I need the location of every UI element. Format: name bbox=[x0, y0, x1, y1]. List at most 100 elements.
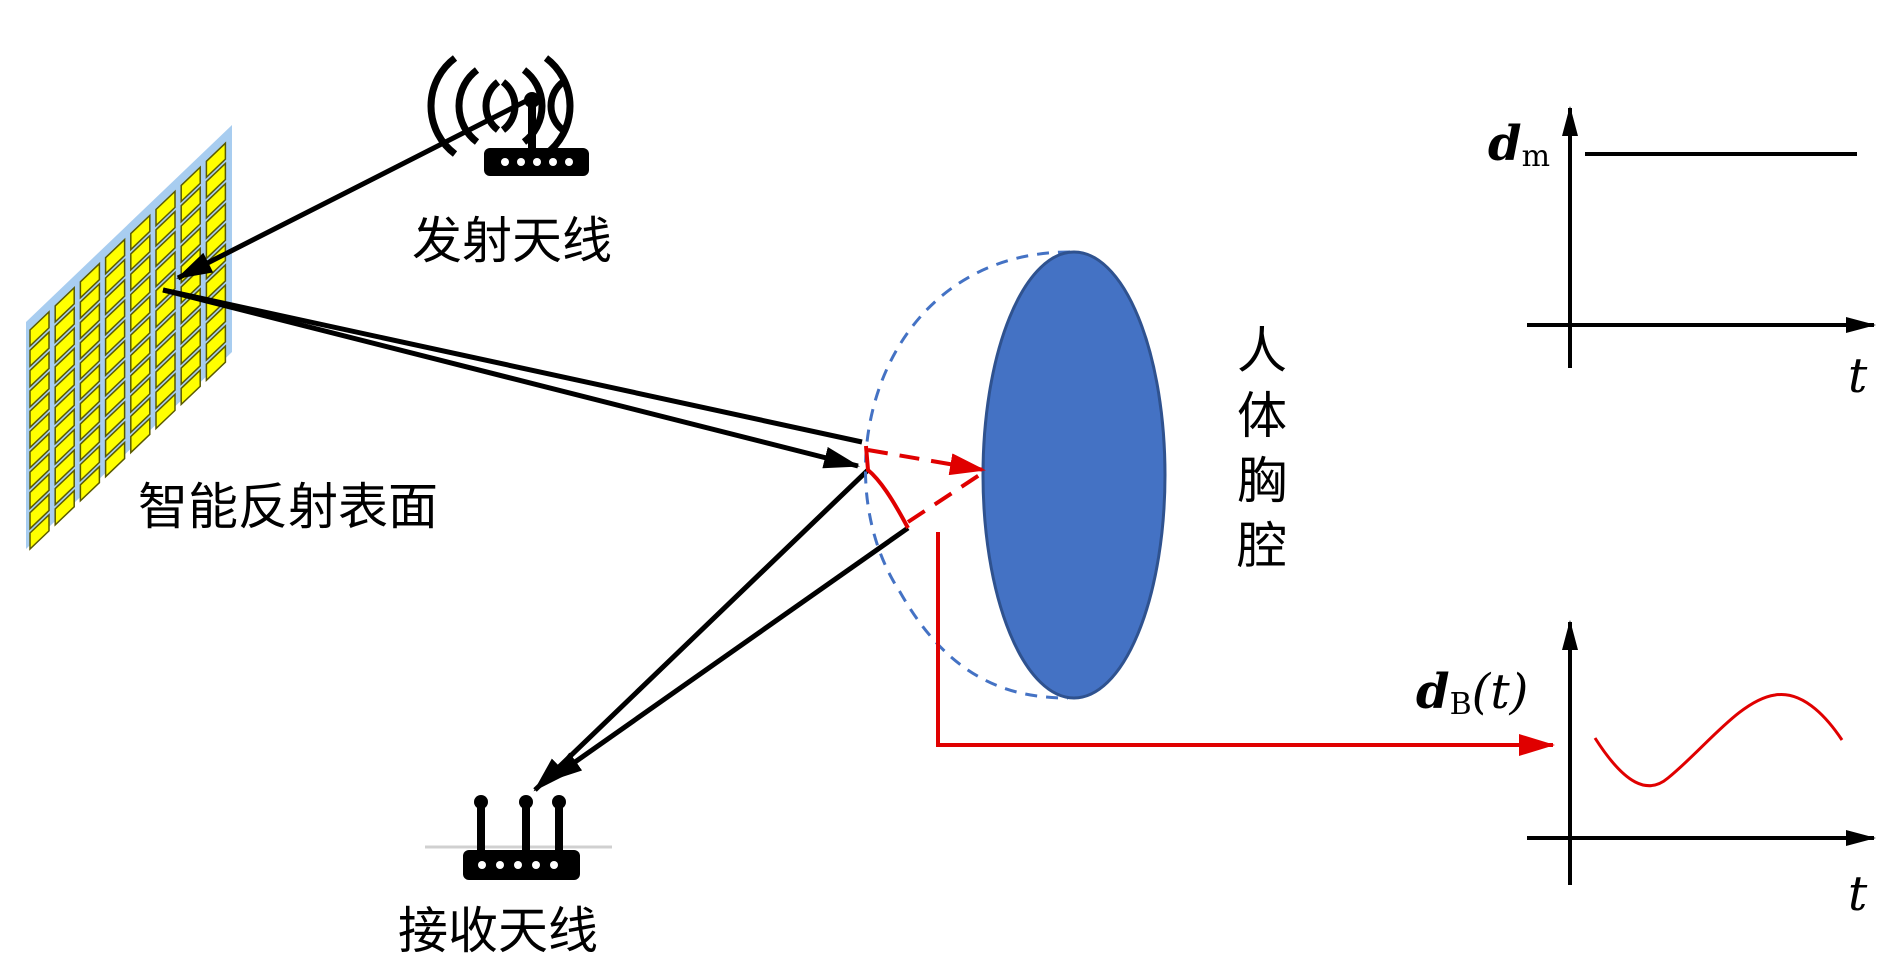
ris-element bbox=[130, 315, 151, 353]
ris-element bbox=[130, 294, 151, 333]
ris-element bbox=[79, 302, 101, 341]
ris-element bbox=[155, 209, 176, 248]
ris-element bbox=[79, 343, 101, 381]
ris-element bbox=[180, 307, 201, 346]
tx-to-ris-arrow bbox=[176, 94, 536, 281]
ris-element bbox=[130, 416, 151, 455]
ris-element bbox=[54, 286, 75, 324]
ris-element bbox=[130, 376, 151, 414]
ris-element bbox=[79, 444, 101, 483]
ris-element bbox=[79, 363, 101, 402]
ris-element bbox=[29, 391, 50, 429]
ris-element bbox=[54, 489, 75, 527]
ris-element bbox=[205, 324, 227, 362]
ris-element bbox=[54, 428, 75, 466]
ris-element bbox=[205, 141, 227, 180]
ris-element bbox=[79, 383, 101, 422]
ris-element bbox=[79, 464, 101, 503]
ris-element bbox=[104, 400, 126, 438]
ris-element bbox=[180, 348, 201, 386]
ris-element bbox=[54, 387, 75, 426]
ris-element bbox=[130, 335, 151, 374]
ris-element bbox=[180, 327, 201, 366]
ris-element bbox=[79, 261, 101, 300]
svg-text:人: 人 bbox=[1237, 322, 1287, 380]
svg-text:胸: 胸 bbox=[1237, 452, 1287, 510]
graph-bottom: dB(t) t bbox=[1416, 620, 1876, 922]
ris-element bbox=[104, 258, 126, 296]
ris-element bbox=[54, 306, 75, 344]
ris-element bbox=[130, 355, 151, 394]
ris-element bbox=[155, 352, 176, 390]
ris-element bbox=[29, 411, 50, 450]
chest-displacement-signal bbox=[864, 445, 1555, 756]
svg-text:腔: 腔 bbox=[1237, 517, 1287, 575]
ris-to-chest-arrow bbox=[162, 287, 860, 469]
ris-element bbox=[155, 250, 176, 289]
ris-element bbox=[54, 407, 75, 446]
ris-element bbox=[79, 424, 101, 462]
ris-element bbox=[29, 492, 50, 531]
ris-element bbox=[155, 291, 176, 329]
ris-element bbox=[29, 431, 50, 470]
ris-element bbox=[104, 359, 126, 398]
transmit-antenna-label: 发射天线 bbox=[412, 212, 612, 270]
ris-element bbox=[130, 213, 151, 252]
chest-dashed-outline bbox=[863, 250, 1071, 700]
ris-label: 智能反射表面 bbox=[138, 478, 438, 536]
graph-bottom-y-label: dB(t) bbox=[1416, 664, 1528, 722]
ris-element bbox=[205, 263, 227, 301]
graph-bottom-sinusoid bbox=[1593, 693, 1844, 788]
ris-element bbox=[54, 326, 75, 365]
receive-antenna-label: 接收天线 bbox=[398, 902, 598, 960]
ris-element bbox=[54, 468, 75, 507]
ris-element bbox=[130, 274, 151, 313]
chest-label: 人 体 胸 腔 bbox=[1237, 322, 1287, 575]
ris-element bbox=[79, 404, 101, 442]
ris-element bbox=[29, 513, 50, 551]
ris-element bbox=[104, 440, 126, 479]
ris-element bbox=[155, 230, 176, 268]
ris-element bbox=[180, 368, 201, 407]
ris-element bbox=[205, 303, 227, 342]
chest-to-rx-arrow-2 bbox=[546, 525, 910, 784]
ris-element bbox=[205, 344, 227, 383]
ris-element bbox=[104, 319, 126, 357]
graph-top-y-label: dm bbox=[1488, 116, 1550, 174]
ris-element bbox=[54, 346, 75, 385]
ris-element bbox=[29, 330, 50, 369]
ris-element bbox=[104, 420, 126, 459]
ris-element bbox=[104, 298, 126, 337]
ris-element bbox=[79, 282, 101, 320]
ris-element bbox=[104, 339, 126, 377]
ris-element bbox=[155, 311, 176, 350]
ris-to-chest-ray-1 bbox=[162, 287, 863, 445]
ris-element bbox=[205, 182, 227, 220]
ris-element bbox=[180, 185, 201, 224]
ris-element bbox=[155, 372, 176, 410]
ris-element bbox=[180, 165, 201, 204]
ris-element bbox=[130, 234, 151, 272]
ris-element bbox=[29, 371, 50, 409]
ris-element bbox=[205, 202, 227, 240]
wifi-router-icon bbox=[427, 55, 589, 176]
ris-panel bbox=[26, 125, 232, 551]
ris-element bbox=[205, 161, 227, 200]
ris-element bbox=[79, 322, 101, 361]
ris-element bbox=[54, 448, 75, 487]
ris-element bbox=[104, 237, 126, 276]
ris-element bbox=[104, 278, 126, 317]
ris-element bbox=[155, 392, 176, 431]
ris-element bbox=[29, 452, 50, 490]
graph-top-x-label: t bbox=[1848, 348, 1868, 404]
ris-element bbox=[54, 367, 75, 405]
svg-text:体: 体 bbox=[1237, 387, 1287, 445]
ris-element bbox=[104, 379, 126, 418]
graph-bottom-x-label: t bbox=[1848, 866, 1868, 922]
ris-element bbox=[29, 472, 50, 511]
ris-element bbox=[180, 206, 201, 244]
chest-ellipse bbox=[981, 250, 1167, 700]
router-antennas-icon bbox=[425, 795, 612, 880]
ris-element bbox=[29, 310, 50, 348]
